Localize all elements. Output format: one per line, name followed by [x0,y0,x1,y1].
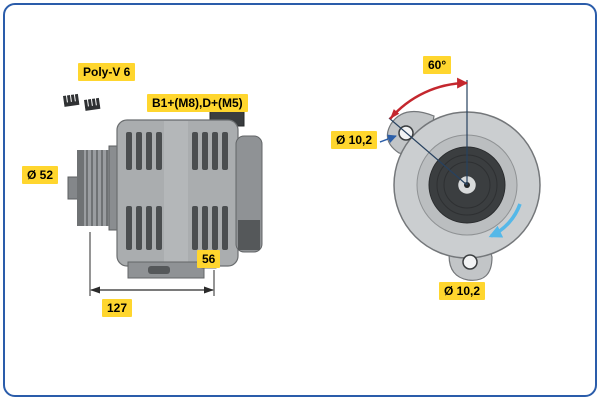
hole-leader-arrow [379,134,397,144]
alternator-front-view [379,77,541,281]
mounting-hole-bottom [462,254,478,270]
rotation-arrow-icon [488,203,522,238]
label-pulley-diameter: Ø 52 [22,166,59,184]
label-dim-56: 56 [197,250,221,268]
pulley-side-view [67,145,118,231]
cooling-fins [126,132,228,250]
label-dim-127: 127 [102,299,133,317]
dimension-127-lines [89,232,215,296]
alternator-side-view [63,93,263,296]
angle-dimension-60 [388,77,469,186]
label-belt-type: Poly-V 6 [78,63,136,81]
label-terminals: B1+(M8),D+(M5) [147,94,248,112]
label-angle-60: 60° [423,56,452,74]
label-hole-bottom: Ø 10,2 [439,282,486,300]
belt-section-icon [63,93,101,111]
housing-side-view [116,109,263,279]
label-hole-top: Ø 10,2 [331,131,378,149]
